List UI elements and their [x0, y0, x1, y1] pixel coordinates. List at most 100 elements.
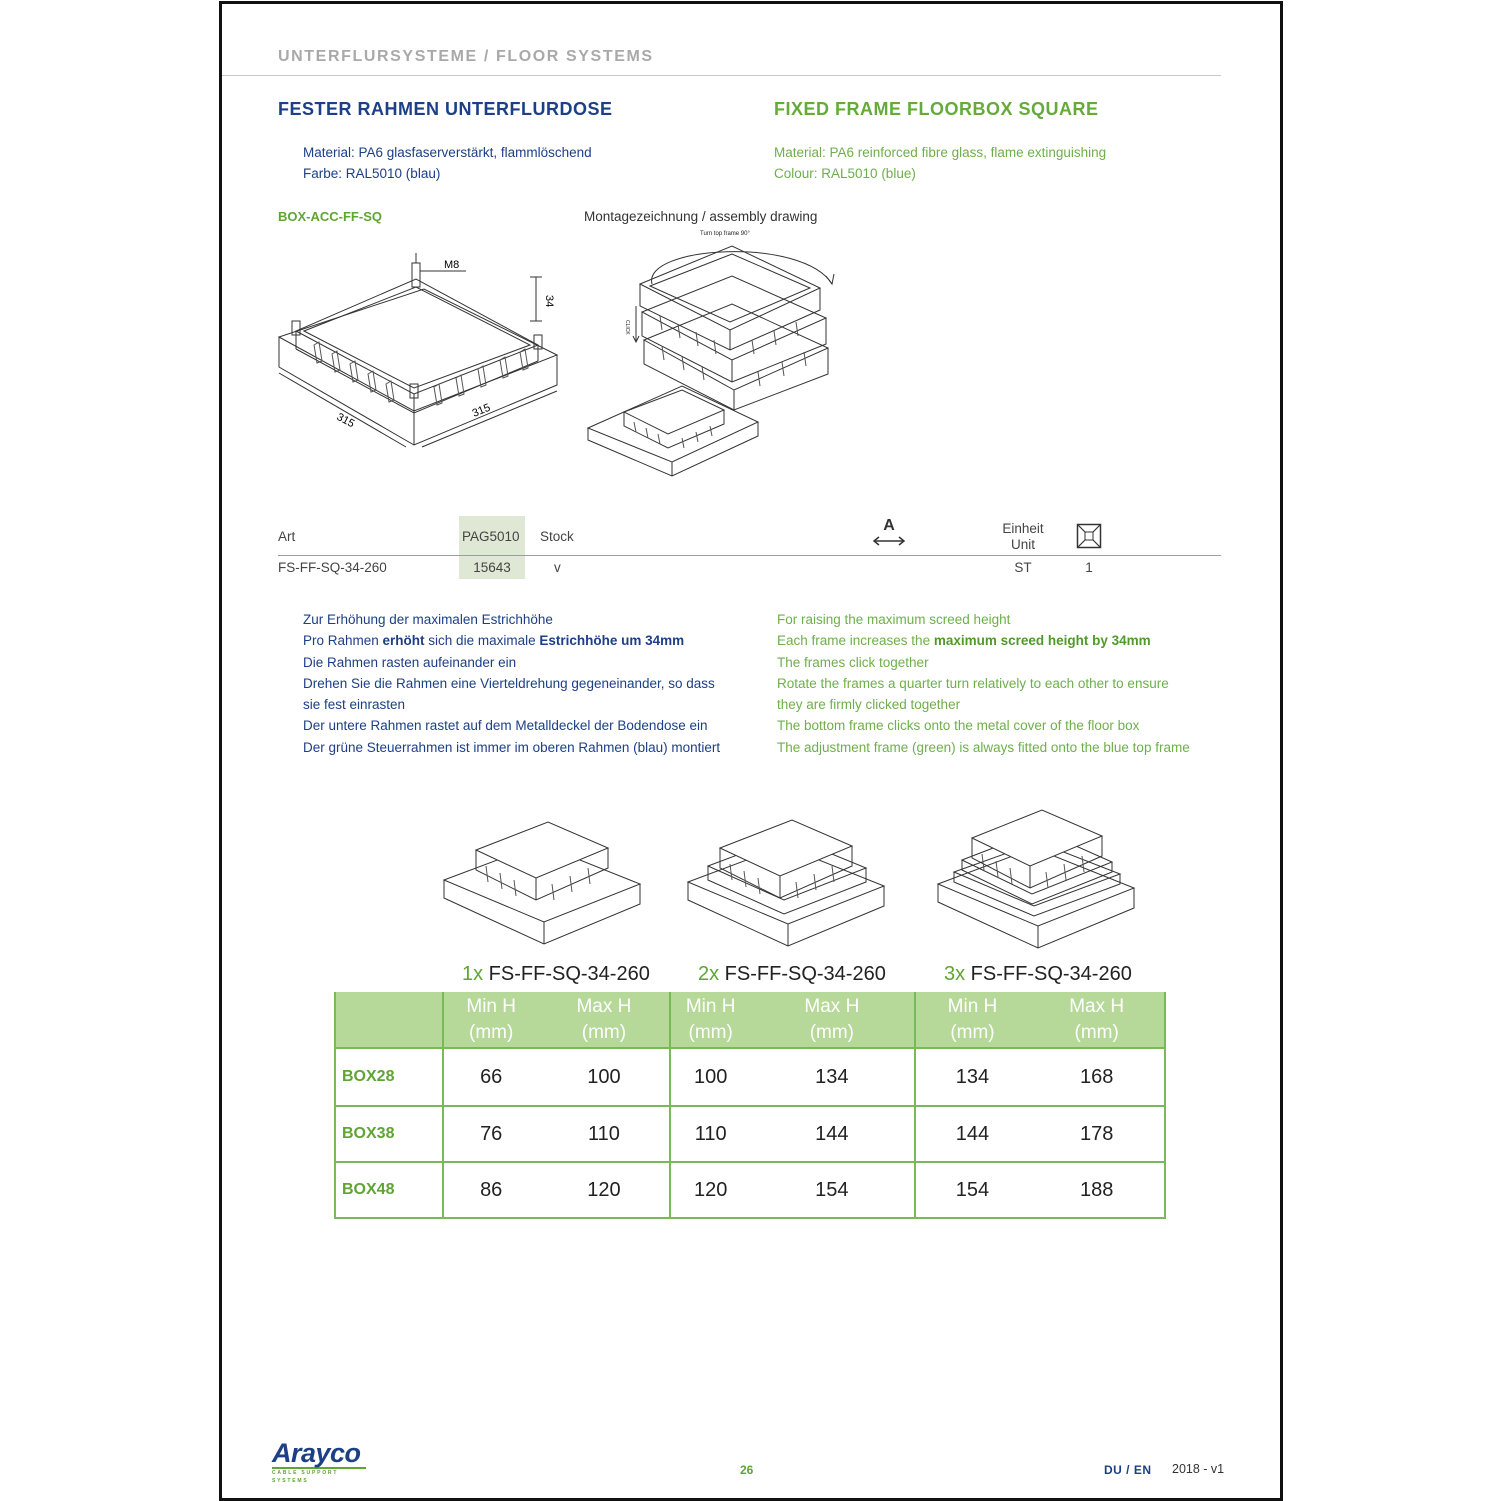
table-row: BOX48 86 120 120 154 154 188	[334, 1161, 1166, 1219]
description-text: they are firmly clicked together	[777, 697, 961, 713]
col-header-color-code: PAG5010	[462, 529, 520, 544]
box-label: BOX38	[334, 1105, 444, 1163]
table-row: BOX28 66 100 100 134 134 168	[334, 1047, 1166, 1107]
description-text: Rotate the frames a quarter turn relativ…	[777, 675, 1169, 691]
value-cell: 66	[441, 1047, 539, 1107]
description-line: Der grüne Steuerrahmen ist immer im ober…	[303, 737, 720, 758]
caption-code: FS-FF-SQ-34-260	[483, 963, 650, 985]
description-line: they are firmly clicked together	[777, 694, 1214, 715]
description-line: The frames click together	[777, 652, 1214, 673]
caption-code: FS-FF-SQ-34-260	[965, 963, 1132, 985]
article-number: FS-FF-SQ-34-260	[278, 560, 387, 575]
floorbox-1-frame-image	[442, 821, 642, 945]
table-row: BOX38 76 110 110 144 144 178	[334, 1105, 1166, 1163]
description-line: Zur Erhöhung der maximalen Estrichhöhe	[303, 609, 720, 630]
description-emphasis: erhöht	[382, 633, 425, 649]
description-line: Drehen Sie die Rahmen eine Vierteldrehun…	[303, 673, 720, 694]
value-cell: 144	[750, 1105, 916, 1163]
turn-label: Turn top frame 90°	[700, 231, 750, 237]
height-table: Min H(mm) Max H(mm) Min H(mm) Max H(mm) …	[334, 992, 1166, 1219]
description-text: For raising the maximum screed height	[777, 612, 1011, 627]
description-text: Zur Erhöhung der maximalen Estrichhöhe	[303, 612, 553, 627]
col-header-art: Art	[278, 529, 296, 544]
description-text: Pro Rahmen	[303, 633, 383, 649]
colour-line: Colour: RAL5010 (blue)	[774, 166, 916, 181]
header-min-h: Min H(mm)	[441, 992, 539, 1049]
header-max-h: Max H(mm)	[538, 992, 672, 1049]
value-cell: 120	[669, 1161, 751, 1219]
box-label: BOX48	[334, 1161, 444, 1219]
floorbox-3-frames-image	[936, 809, 1136, 949]
colour-line: Farbe: RAL5010 (blau)	[303, 166, 441, 181]
double-arrow-icon	[872, 536, 906, 546]
title-english: FIXED FRAME FLOORBOX SQUARE	[774, 99, 1099, 119]
caption-2x: 2x FS-FF-SQ-34-260	[698, 963, 886, 986]
product-code: BOX-ACC-FF-SQ	[278, 209, 382, 224]
description-text: Die Rahmen rasten aufeinander ein	[303, 654, 517, 670]
value-cell: 144	[913, 1105, 1030, 1163]
value-cell: 110	[669, 1105, 751, 1163]
description-text: sie fest einrasten	[303, 697, 406, 713]
col-header-stock: Stock	[540, 529, 574, 544]
description-line: Die Rahmen rasten aufeinander ein	[303, 652, 720, 673]
value-cell: 86	[441, 1161, 539, 1219]
color-code-value: 15643	[473, 560, 511, 575]
material-english: Material: PA6 reinforced fibre glass, fl…	[774, 142, 1106, 184]
stock-value: v	[554, 560, 561, 575]
click-label: CLICK	[624, 320, 630, 335]
material-line: Material: PA6 glasfaserverstärkt, flamml…	[303, 145, 592, 160]
package-box-icon	[1076, 523, 1102, 549]
arayco-logo: Arayco CABLE SUPPORT SYSTEMS	[272, 1439, 366, 1485]
logo-tagline: CABLE SUPPORT SYSTEMS	[272, 1467, 366, 1485]
dim-m8: M8	[444, 259, 459, 271]
pack-value: 1	[1085, 560, 1093, 575]
unit-label-en: Unit	[1010, 537, 1035, 552]
value-cell: 100	[669, 1047, 751, 1107]
unit-header: Einheit Unit	[990, 521, 1056, 553]
header-min-h: Min H(mm)	[913, 992, 1030, 1049]
description-emphasis: Estrichhöhe um 34mm	[539, 633, 685, 649]
box-label: BOX28	[334, 1047, 444, 1107]
description-text: Der grüne Steuerrahmen ist immer im ober…	[303, 739, 721, 755]
description-emphasis: maximum screed height by 34mm	[933, 633, 1151, 649]
value-cell: 76	[441, 1105, 539, 1163]
description-line: Each frame increases the maximum screed …	[777, 630, 1214, 651]
description-line: sie fest einrasten	[303, 694, 720, 715]
header-max-h: Max H(mm)	[1029, 992, 1166, 1049]
value-cell: 120	[538, 1161, 672, 1219]
description-line: The bottom frame clicks onto the metal c…	[777, 715, 1214, 736]
height-table-header: Min H(mm) Max H(mm) Min H(mm) Max H(mm) …	[334, 992, 1166, 1049]
value-cell: 134	[750, 1047, 916, 1107]
caption-multiplier: 2x	[698, 963, 720, 985]
description-line: The adjustment frame (green) is always f…	[777, 737, 1214, 758]
header-empty-cell	[334, 992, 444, 1049]
value-cell: 178	[1029, 1105, 1166, 1163]
value-cell: 134	[913, 1047, 1030, 1107]
description-text: Each frame increases the	[777, 633, 934, 649]
unit-value: ST	[1014, 560, 1032, 575]
caption-1x: 1x FS-FF-SQ-34-260	[462, 963, 650, 986]
dim-side: 34	[543, 295, 555, 307]
header-min-h: Min H(mm)	[669, 992, 751, 1049]
assembly-drawing: Turn top frame 90° CLICK	[586, 231, 835, 477]
dimension-header: A	[872, 518, 906, 552]
caption-code: FS-FF-SQ-34-260	[719, 963, 886, 985]
page-number: 26	[740, 1463, 754, 1477]
value-cell: 100	[538, 1047, 672, 1107]
description-text: The bottom frame clicks onto the metal c…	[777, 718, 1140, 734]
version-label: 2018 - v1	[1172, 1462, 1225, 1476]
header-divider	[222, 75, 1221, 76]
color-code-highlight	[459, 516, 525, 579]
description-text: sich die maximale	[424, 633, 540, 649]
header-max-h: Max H(mm)	[750, 992, 916, 1049]
value-cell: 110	[538, 1105, 672, 1163]
logo-wordmark: Arayco	[272, 1438, 361, 1468]
language-label: DU / EN	[1104, 1463, 1152, 1477]
description-text: Drehen Sie die Rahmen eine Vierteldrehun…	[303, 675, 715, 691]
description-line: Rotate the frames a quarter turn relativ…	[777, 673, 1214, 694]
value-cell: 154	[750, 1161, 916, 1219]
description-text: The adjustment frame (green) is always f…	[777, 739, 1190, 755]
value-cell: 188	[1029, 1161, 1166, 1219]
